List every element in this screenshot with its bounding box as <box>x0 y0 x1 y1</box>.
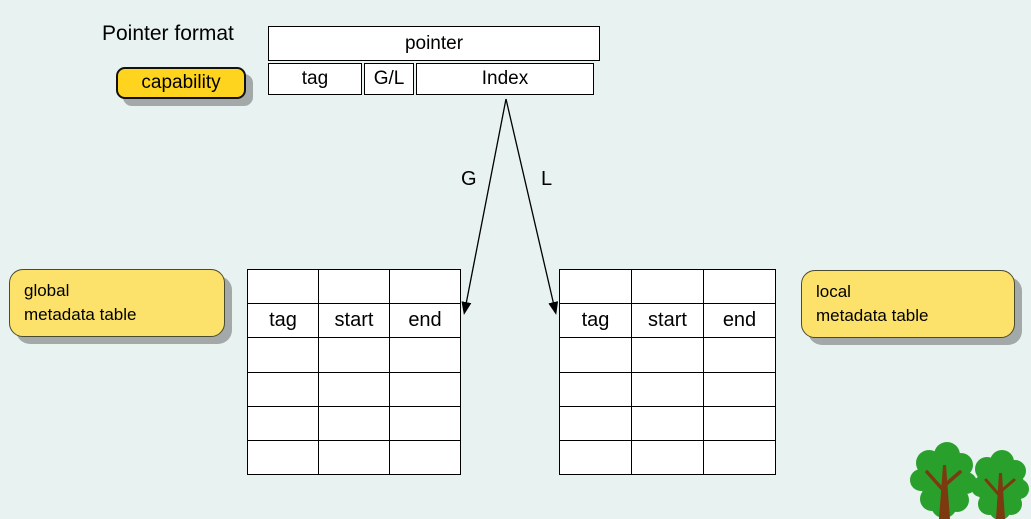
table-cell <box>559 268 632 305</box>
field-tag-label: tag <box>301 68 329 89</box>
table-row <box>247 439 461 476</box>
field-tag-cell: tag <box>268 63 362 95</box>
table-cell <box>318 371 390 407</box>
table-cell <box>318 337 390 373</box>
capability-badge-label: capability <box>141 72 221 93</box>
table-cell <box>389 337 461 373</box>
table-cell <box>631 439 704 476</box>
table-cell <box>631 371 704 407</box>
table-cell <box>247 268 319 305</box>
table-cell <box>559 405 632 441</box>
global-table-callout-line2: metadata table <box>24 304 137 324</box>
table-row <box>247 371 461 407</box>
table-row <box>559 439 776 476</box>
local-table-callout-line2: metadata table <box>816 305 929 325</box>
table-row <box>247 337 461 373</box>
tree-icon <box>910 442 977 519</box>
table-cell <box>703 268 776 305</box>
global-table-callout: global metadata table <box>9 269 225 337</box>
table-cell <box>389 439 461 476</box>
arrow-to-local-table <box>505 98 559 315</box>
table-cell <box>631 337 704 373</box>
header-cell-start: start <box>631 303 704 339</box>
table-cell <box>703 371 776 407</box>
field-gl-label: G/L <box>373 68 405 89</box>
capability-badge: capability <box>116 67 246 99</box>
table-cell <box>389 405 461 441</box>
local-table-callout: local metadata table <box>801 270 1015 338</box>
table-cell <box>247 337 319 373</box>
pointer-fields-row: tag G/L Index <box>268 63 600 95</box>
table-row <box>559 268 776 305</box>
page-title: Pointer format <box>102 22 234 45</box>
table-row <box>247 268 461 305</box>
table-row <box>559 405 776 441</box>
local-metadata-table: tag start end <box>559 268 776 476</box>
table-row <box>559 337 776 373</box>
tree-icon <box>971 450 1029 519</box>
table-row <box>247 405 461 441</box>
trees-illustration <box>910 442 1029 519</box>
table-cell <box>247 439 319 476</box>
arrow-to-global-table <box>461 98 507 315</box>
pointer-format-box: pointer tag G/L Index <box>268 26 600 95</box>
table-cell <box>631 268 704 305</box>
table-header-row: tag start end <box>559 303 776 339</box>
arrow-label-g: G <box>461 168 477 190</box>
global-metadata-table: tag start end <box>247 268 461 476</box>
header-cell-end: end <box>389 303 461 339</box>
header-cell-tag: tag <box>559 303 632 339</box>
table-cell <box>559 439 632 476</box>
table-cell <box>703 337 776 373</box>
header-cell-start: start <box>318 303 390 339</box>
table-cell <box>631 405 704 441</box>
table-cell <box>559 337 632 373</box>
field-index-cell: Index <box>416 63 594 95</box>
pointer-cell: pointer <box>268 26 600 61</box>
table-cell <box>247 405 319 441</box>
table-cell <box>247 371 319 407</box>
table-row <box>559 371 776 407</box>
arrow-label-l: L <box>541 168 553 190</box>
header-cell-tag: tag <box>247 303 319 339</box>
local-table-callout-line1: local <box>816 282 851 301</box>
header-cell-end: end <box>703 303 776 339</box>
table-cell <box>703 439 776 476</box>
table-cell <box>703 405 776 441</box>
table-cell <box>318 268 390 305</box>
pointer-cell-label: pointer <box>404 32 464 54</box>
global-table-callout-line1: global <box>24 281 70 300</box>
table-cell <box>389 371 461 407</box>
table-cell <box>318 439 390 476</box>
table-header-row: tag start end <box>247 303 461 339</box>
field-gl-cell: G/L <box>364 63 414 95</box>
field-index-label: Index <box>481 68 529 89</box>
table-cell <box>389 268 461 305</box>
table-cell <box>559 371 632 407</box>
table-cell <box>318 405 390 441</box>
